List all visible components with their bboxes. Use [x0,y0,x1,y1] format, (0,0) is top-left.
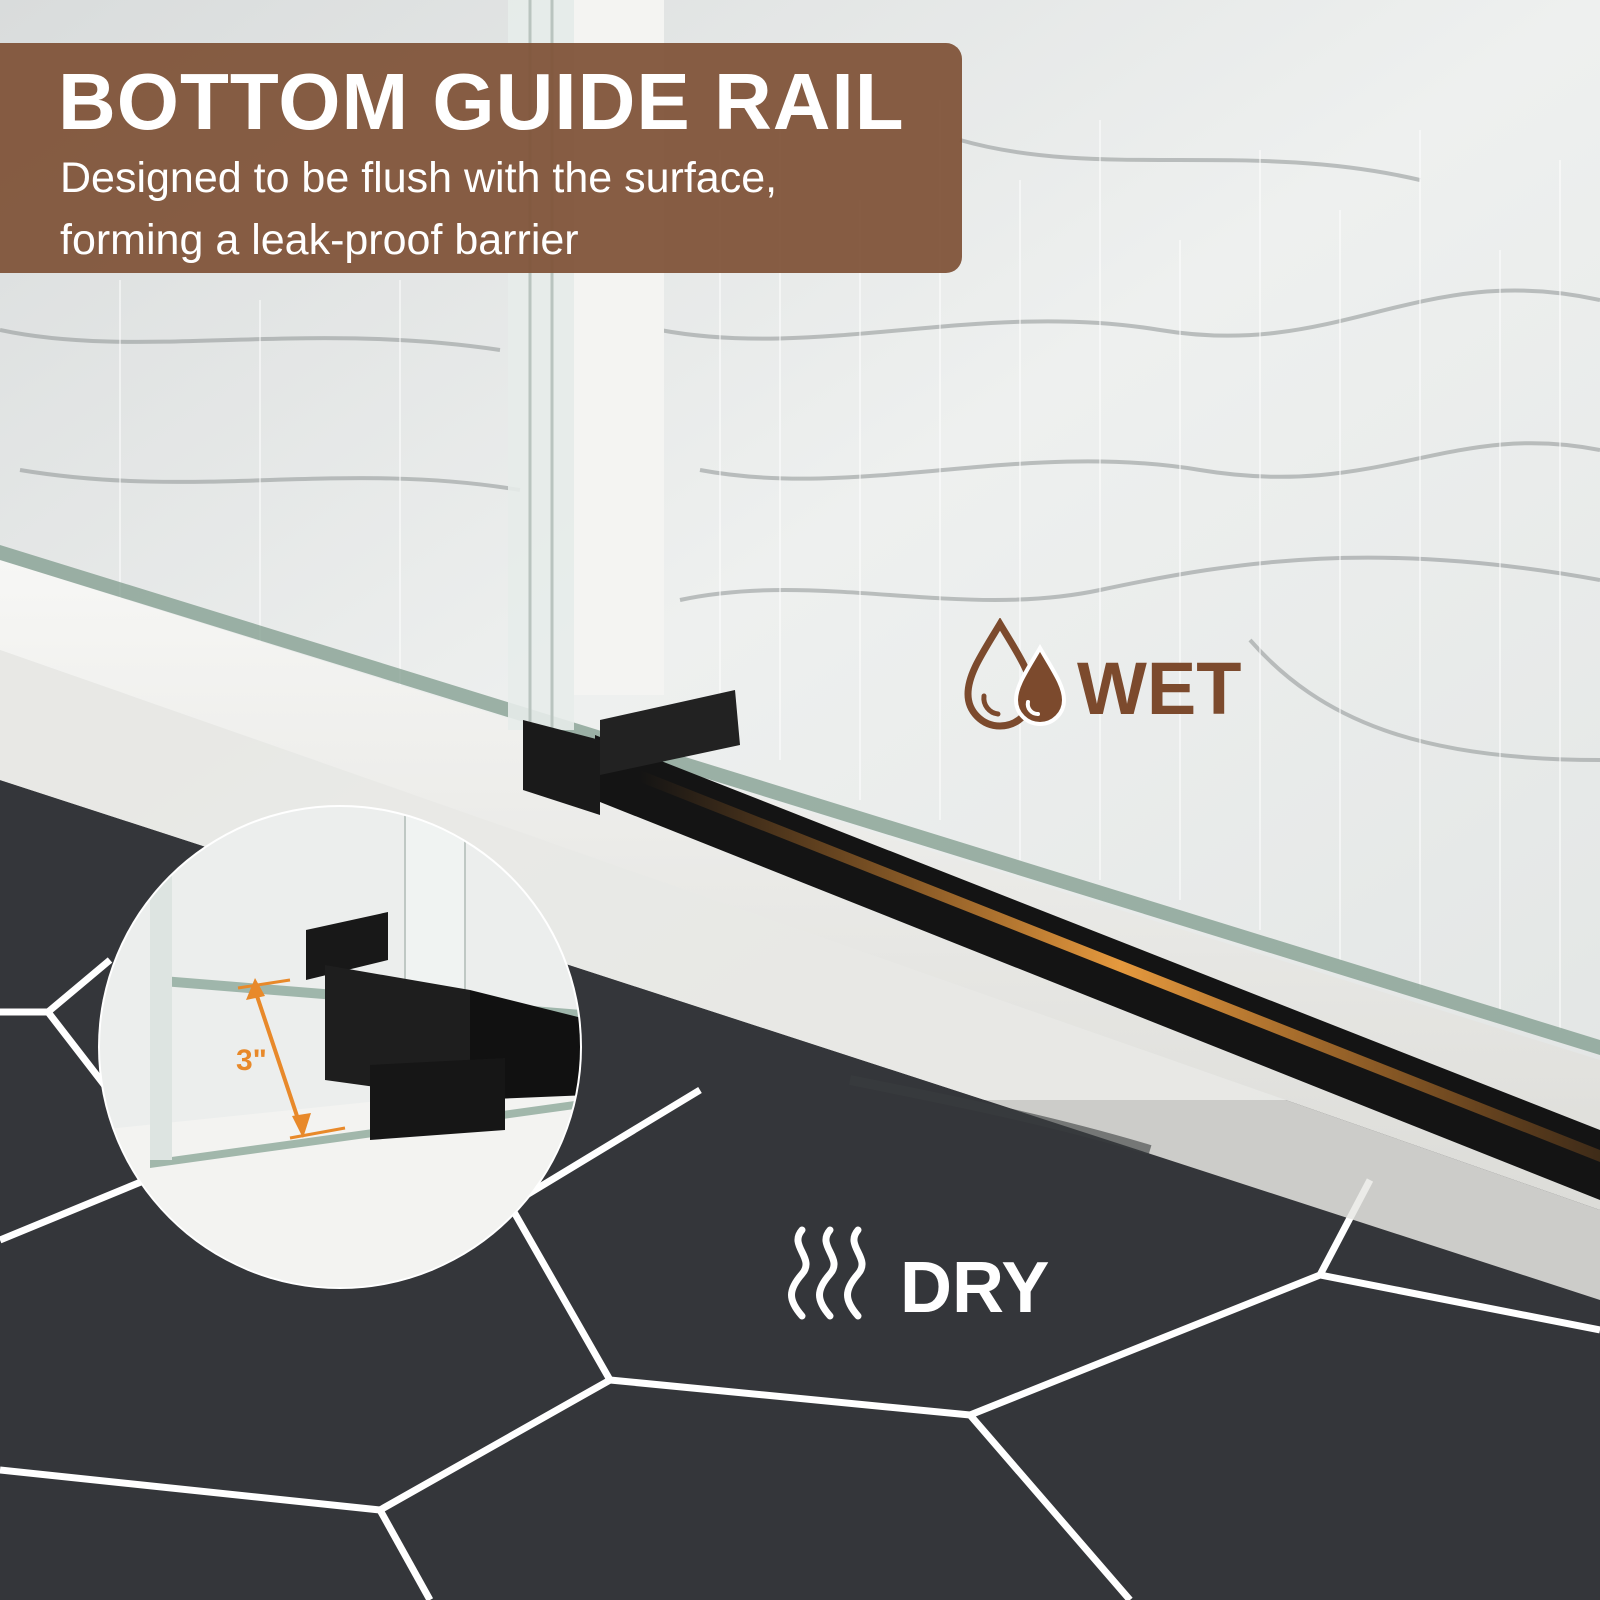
shower-curb [0,560,1600,1210]
water-drops-icon [964,618,1067,730]
subtitle-line-2: forming a leak-proof barrier [60,216,579,264]
title-banner [0,43,962,273]
page-title: BOTTOM GUIDE RAIL [58,57,905,146]
inset-detail-view [98,805,582,1289]
dimension-arrow [253,989,302,1126]
rail-highlight [640,770,1600,1162]
heat-waves-icon [788,1226,866,1320]
subtitle-line-1: Designed to be flush with the surface, [60,154,778,202]
guide-block-right [600,690,740,775]
dimension-label: 3" [236,1044,267,1077]
curb-face [0,650,1600,1300]
dry-label: DRY [900,1248,1050,1328]
bottom-guide-rail [595,735,1600,1200]
wet-label: WET [1077,647,1242,730]
glass-edge [0,545,1600,1055]
guide-block-left [523,720,600,815]
